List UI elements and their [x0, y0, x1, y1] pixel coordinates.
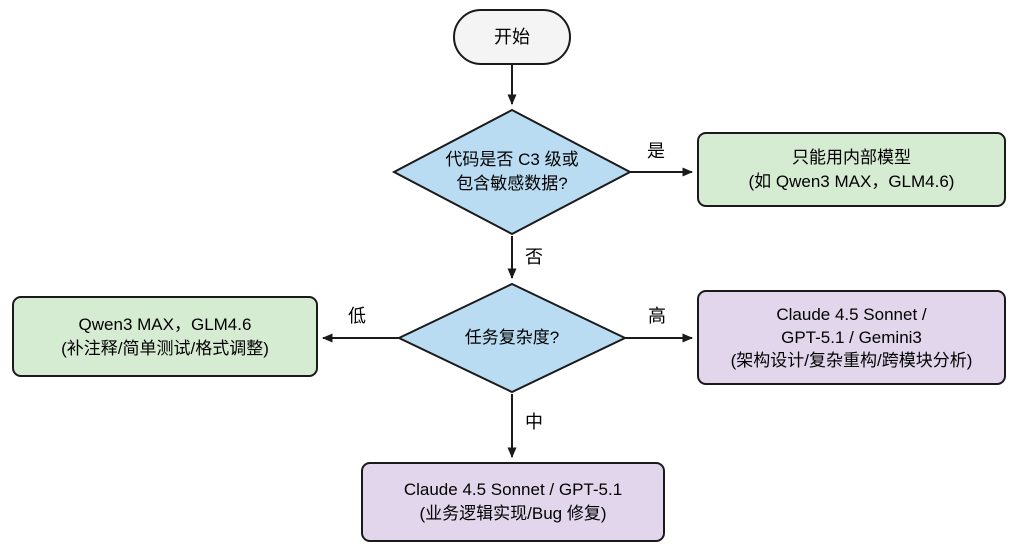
low-complexity-box-shape — [12, 296, 318, 377]
internal-only-box-shape — [697, 132, 1006, 207]
start-node-shape — [453, 9, 571, 65]
medium-complexity-box-shape — [361, 462, 665, 542]
decision-complexity-shape — [396, 282, 628, 394]
high-complexity-box-shape — [697, 290, 1006, 385]
decision-sensitivity-shape — [391, 108, 633, 236]
